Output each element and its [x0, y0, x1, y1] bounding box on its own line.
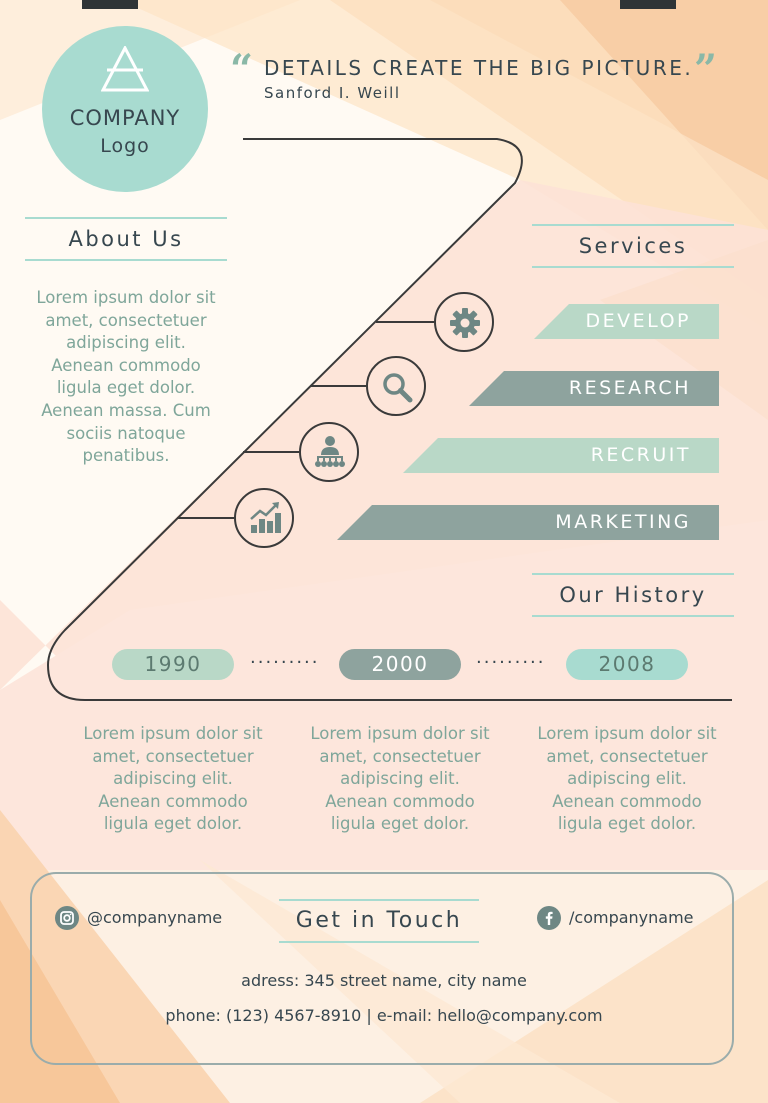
triangle-logo-icon	[101, 46, 149, 92]
facebook-handle[interactable]: /companyname	[569, 908, 694, 927]
contact-heading: Get in Touch	[279, 899, 479, 943]
service-label: RESEARCH	[568, 377, 691, 399]
service-research: RESEARCH	[469, 371, 719, 406]
timeline-dots: ·········	[476, 652, 546, 673]
search-icon	[383, 373, 413, 403]
history-line: ligula eget dolor.	[103, 814, 243, 834]
history-line: amet, consectetuer	[546, 746, 708, 766]
services-heading: Services	[532, 224, 734, 268]
history-line: amet, consectetuer	[92, 746, 254, 766]
about-text: Lorem ipsum dolor sit amet, consectetuer…	[10, 287, 242, 468]
binder-clip-right	[620, 0, 676, 9]
history-line: Aenean commodo	[552, 791, 702, 811]
history-text-1990: Lorem ipsum dolor sit amet, consectetuer…	[60, 723, 286, 836]
service-label: DEVELOP	[585, 310, 691, 332]
team-icon	[315, 436, 345, 467]
history-line: adipiscing elit.	[113, 769, 233, 789]
timeline-dots: ·········	[250, 652, 320, 673]
instagram-handle[interactable]: @companyname	[87, 908, 223, 927]
about-line: ligula eget dolor.	[56, 378, 196, 398]
chart-growth-icon	[250, 502, 281, 533]
service-banner-develop	[534, 304, 719, 339]
logo-title: COMPANY	[69, 106, 181, 130]
history-line: Lorem ipsum dolor sit	[310, 724, 490, 743]
about-line: penatibus.	[82, 446, 170, 466]
service-icon-research	[366, 356, 426, 416]
address-text: adress: 345 street name, city name	[241, 971, 527, 990]
logo-subtitle: Logo	[100, 135, 150, 157]
service-banner-marketing	[337, 505, 719, 540]
service-banner-recruit	[403, 438, 719, 473]
history-line: adipiscing elit.	[340, 769, 460, 789]
service-recruit: RECRUIT	[403, 438, 719, 473]
history-line: Aenean commodo	[325, 791, 475, 811]
year-2008: 2008	[566, 649, 688, 680]
history-heading: Our History	[532, 573, 734, 617]
history-text-2008: Lorem ipsum dolor sit amet, consectetuer…	[514, 723, 740, 836]
service-label: RECRUIT	[590, 444, 691, 466]
history-line: ligula eget dolor.	[557, 814, 697, 834]
facebook-icon[interactable]	[537, 906, 561, 930]
service-label: MARKETING	[555, 511, 691, 533]
service-develop: DEVELOP	[534, 304, 719, 339]
year-2000: 2000	[339, 649, 461, 680]
about-line: Aenean commodo	[51, 355, 201, 375]
about-line: Aenean massa. Cum	[41, 400, 211, 420]
instagram-icon[interactable]	[55, 906, 79, 930]
gear-icon	[450, 308, 480, 338]
about-line: sociis natoque	[66, 423, 186, 443]
history-line: amet, consectetuer	[319, 746, 481, 766]
history-line: adipiscing elit.	[567, 769, 687, 789]
close-quote-icon: ”	[694, 46, 718, 93]
instagram-glyph	[60, 911, 74, 925]
history-text-2000: Lorem ipsum dolor sit amet, consectetuer…	[287, 723, 513, 836]
history-line: Aenean commodo	[98, 791, 248, 811]
quote-text: DETAILS CREATE THE BIG PICTURE.	[264, 56, 694, 80]
history-line: Lorem ipsum dolor sit	[537, 724, 717, 743]
service-icon-marketing	[234, 488, 294, 548]
company-logo: COMPANY Logo	[42, 26, 208, 192]
facebook-glyph	[545, 911, 553, 925]
year-1990: 1990	[112, 649, 234, 680]
contact-box	[30, 872, 734, 1065]
open-quote-icon: “	[230, 46, 254, 93]
service-banner-research	[469, 371, 719, 406]
history-line: Lorem ipsum dolor sit	[83, 724, 263, 743]
binder-clip-left	[82, 0, 138, 9]
service-icon-develop	[434, 292, 494, 352]
phone-email-text[interactable]: phone: (123) 4567-8910 | e-mail: hello@c…	[165, 1006, 603, 1025]
about-line: Lorem ipsum dolor sit	[36, 288, 216, 307]
service-marketing: MARKETING	[337, 505, 719, 540]
history-line: ligula eget dolor.	[330, 814, 470, 834]
about-line: amet, consectetuer	[45, 310, 207, 330]
service-icon-recruit	[299, 422, 359, 482]
about-heading: About Us	[25, 217, 227, 261]
quote-author: Sanford I. Weill	[264, 84, 401, 102]
about-line: adipiscing elit.	[66, 333, 186, 353]
